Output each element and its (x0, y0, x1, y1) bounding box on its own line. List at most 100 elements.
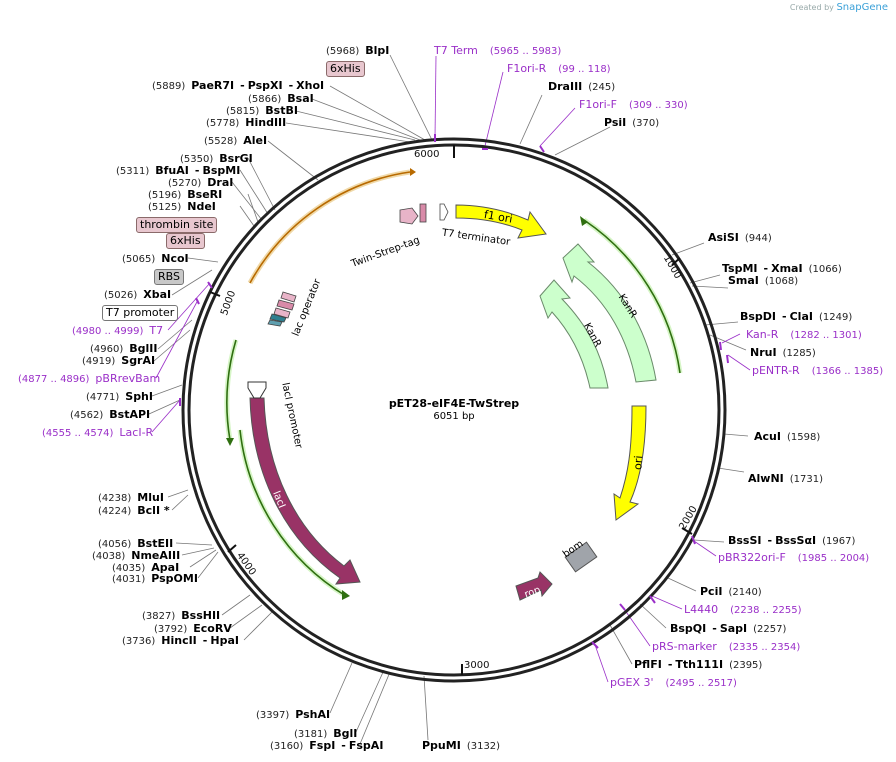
twin-strep-label: Twin-Strep-tag (349, 235, 421, 270)
site-name: ApaI (151, 561, 180, 574)
primer-range: (2335 .. 2354) (728, 642, 801, 653)
primer-range: (1366 .. 1385) (811, 366, 884, 377)
laci-feature[interactable] (249, 397, 361, 585)
site-bstapi[interactable]: (4562)BstAPI (70, 408, 150, 423)
twin-strep-feature[interactable] (399, 207, 419, 225)
site-sep: - (288, 79, 294, 92)
site-bspqi-sapi[interactable]: BspQI-SapI(2257) (670, 622, 786, 637)
site-name-2: PspXI (247, 79, 283, 92)
site-nrui[interactable]: NruI(1285) (750, 346, 816, 361)
site-bgli[interactable]: (3181)BglI (294, 727, 357, 742)
primer-t7[interactable]: (4980 .. 4999)T7 (72, 324, 163, 339)
site-smai[interactable]: SmaI(1068) (728, 274, 798, 289)
site-name: AlwNI (748, 472, 784, 485)
site-draiii[interactable]: DraIII(245) (548, 80, 615, 95)
site-ppumi[interactable]: PpuMI(3132) (422, 739, 500, 754)
bom-feature[interactable] (564, 541, 598, 573)
site-name: HincII (161, 634, 197, 647)
site-pflfi-tth111i[interactable]: PflFI-Tth111I(2395) (634, 658, 762, 673)
site-name-2: FspAI (348, 739, 384, 752)
site-drai[interactable]: (5270)DraI (168, 176, 233, 191)
site-blpi[interactable]: (5968)BlpI (326, 44, 389, 59)
primer-pbr322ori-f[interactable]: pBR322ori-F(1985 .. 2004) (718, 551, 869, 566)
site-name: SphI (125, 390, 153, 403)
site-bstbi[interactable]: (5815)BstBI (226, 104, 298, 119)
primer-name: F1ori-R (507, 62, 547, 75)
f1-ori-feature[interactable] (455, 204, 547, 239)
site-tspmi-xmai[interactable]: TspMI-XmaI(1066) (722, 262, 842, 277)
site-xbai[interactable]: (5026)XbaI (104, 288, 171, 303)
primer-l4440[interactable]: L4440(2238 .. 2255) (684, 603, 802, 618)
primer-range: (309 .. 330) (628, 100, 688, 111)
site-alwni[interactable]: AlwNI(1731) (748, 472, 823, 487)
site-bsshii[interactable]: (3827)BssHII (142, 609, 220, 624)
laci-promoter-feature[interactable] (247, 381, 267, 399)
laci-arc (239, 429, 347, 597)
t7-terminator-feature[interactable] (439, 203, 449, 221)
site-psii[interactable]: PsiI(370) (604, 116, 659, 131)
t7-promoter-tag[interactable]: T7 promoter (102, 305, 179, 321)
site-pos: (4562) (70, 410, 104, 421)
site-bfuai-bspmi[interactable]: (5311)BfuAI-BspMI (116, 164, 240, 179)
site-pos: (5125) (148, 202, 182, 213)
primer-kan-r[interactable]: Kan-R(1282 .. 1301) (746, 328, 862, 343)
site-pos: (370) (632, 118, 660, 129)
t7-terminator-label: T7 terminator (440, 227, 512, 248)
site-bsssi[interactable]: BssSI-BssSαI(1967) (728, 534, 855, 549)
site-nmeaiii[interactable]: (4038)NmeAIII (92, 549, 180, 564)
site-hincii-hpai[interactable]: (3736)HincII-HpaI (122, 634, 239, 649)
primer-pentr-r[interactable]: pENTR-R(1366 .. 1385) (752, 364, 883, 379)
site-sep: - (782, 310, 787, 323)
plasmid-name: pET28-eIF4E-TwStrep (388, 397, 520, 410)
site-alei[interactable]: (5528)AleI (204, 134, 267, 149)
site-sgrai[interactable]: (4919)SgrAI (82, 354, 155, 369)
primer-t7-term[interactable]: T7 Term(5965 .. 5983) (434, 44, 561, 59)
site-pos: (3160) (270, 741, 304, 752)
primer-pbrrevbam[interactable]: (4877 .. 4896)pBRrevBam (18, 372, 160, 387)
site-pspomi[interactable]: (4031)PspOMI (112, 572, 198, 587)
primer-laci-r[interactable]: (4555 .. 4574)LacI-R (42, 426, 153, 441)
site-fspi-fspai[interactable]: (3160)FspI-FspAI (270, 739, 383, 754)
tick-label-6000: 6000 (414, 149, 439, 160)
his-tag-mid[interactable]: 6xHis (166, 233, 205, 249)
site-acui[interactable]: AcuI(1598) (754, 430, 820, 445)
site-bspdi-clai[interactable]: BspDI-ClaI(1249) (740, 310, 852, 325)
site-pos: (944) (744, 233, 772, 244)
site-name: BseRI (187, 188, 223, 201)
primer-range: (5965 .. 5983) (489, 46, 562, 57)
site-sphi[interactable]: (4771)SphI (86, 390, 153, 405)
site-pos: (4224) (98, 506, 132, 517)
position-ticks (209, 145, 693, 675)
primer-f1ori-f[interactable]: F1ori-F(309 .. 330) (579, 98, 688, 113)
his-tag-top[interactable]: 6xHis (326, 61, 365, 77)
site-ecorv[interactable]: (3792)EcoRV (154, 622, 232, 637)
site-paer7i-pspxi-xhoi[interactable]: (5889)PaeR7I-PspXI-XhoI (152, 79, 324, 94)
site-bsrgi[interactable]: (5350)BsrGI (180, 152, 253, 167)
primer-name: pRS-marker (652, 640, 717, 653)
site-hindiii[interactable]: (5778)HindIII (206, 116, 286, 131)
rbs-tag[interactable]: RBS (154, 269, 184, 285)
site-asisi[interactable]: AsiSI(944) (708, 231, 772, 246)
thrombin-site-tag[interactable]: thrombin site (136, 217, 218, 233)
kanr-feature-inner[interactable] (539, 279, 609, 389)
site-pshai[interactable]: (3397)PshAI (256, 708, 330, 723)
site-bglii[interactable]: (4960)BglII (90, 342, 157, 357)
primer-pgex-3[interactable]: pGEX 3'(2495 .. 2517) (610, 676, 737, 691)
site-apai[interactable]: (4035)ApaI (112, 561, 179, 576)
site-bsai[interactable]: (5866)BsaI (248, 92, 314, 107)
rop-feature[interactable] (515, 571, 553, 601)
site-pos: (2257) (753, 624, 787, 635)
primer-prs-marker[interactable]: pRS-marker (2335 .. 2354) (652, 640, 800, 655)
site-bseri[interactable]: (5196)BseRI (148, 188, 222, 203)
site-mlui[interactable]: (4238)MluI (98, 491, 164, 506)
site-pos: (4960) (90, 344, 124, 355)
kanr-promoter-arrowhead (580, 216, 588, 226)
site-pcii[interactable]: PciI(2140) (700, 585, 762, 600)
ori-feature[interactable] (613, 405, 647, 521)
kanr-feature-outer[interactable] (562, 243, 657, 383)
site-ndei[interactable]: (5125)NdeI (148, 200, 216, 215)
site-bcli[interactable]: (4224)BclI * (98, 504, 170, 519)
site-ncoi[interactable]: (5065)NcoI (122, 252, 189, 267)
site-bsteii[interactable]: (4056)BstEII (98, 537, 173, 552)
primer-f1ori-r[interactable]: F1ori-R(99 .. 118) (507, 62, 611, 77)
